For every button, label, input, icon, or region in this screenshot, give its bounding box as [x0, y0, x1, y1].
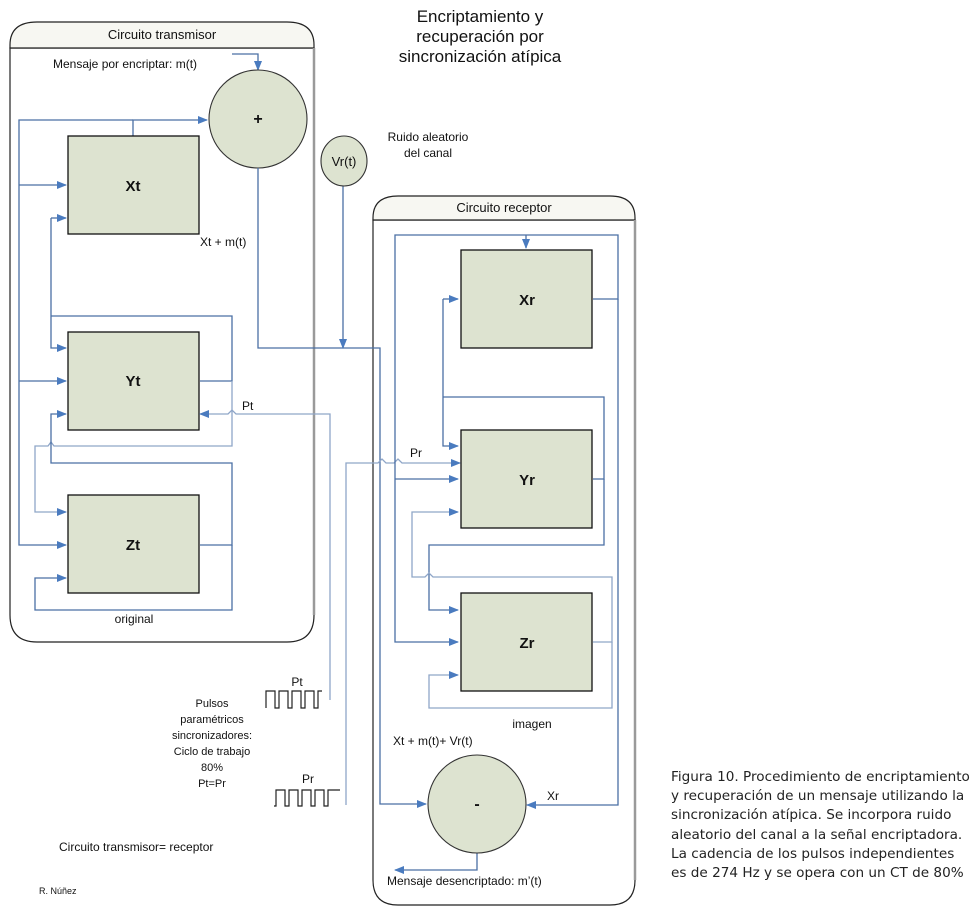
received-signal-label: Xt + m(t)+ Vr(t): [393, 734, 473, 748]
subtractor-symbol: -: [474, 796, 479, 813]
pr-pulse-label: Pr: [302, 772, 314, 786]
noise-node-label: Vr(t): [332, 154, 357, 169]
pulses-description-line-3: sincronizadores:: [172, 730, 252, 742]
pulses-description-line-2: paramétricos: [180, 714, 244, 726]
pulses-description-line-4: Ciclo de trabajo: [174, 746, 250, 758]
diagram-title-line-3: sincronización atípica: [399, 47, 562, 66]
decrypted-message-label: Mensaje desencriptado: m’(t): [387, 874, 542, 888]
pulses-description-line-6: Pt=Pr: [198, 778, 226, 790]
block-zt: Zt: [67, 494, 200, 594]
pt-input-label: Pt: [242, 399, 254, 413]
block-yt-label: Yt: [126, 373, 141, 390]
adder-symbol: +: [253, 111, 262, 128]
pt-pulse-label: Pt: [291, 675, 303, 689]
receiver-panel-title: Circuito receptor: [456, 200, 552, 215]
block-zr-label: Zr: [520, 635, 535, 652]
block-xr: Xr: [460, 249, 593, 349]
diagram-title-line-2: recuperación por: [416, 27, 544, 46]
xr-input-label: Xr: [547, 789, 559, 803]
author-credit: R. Núñez: [39, 886, 77, 896]
receiver-wiring: [394, 234, 619, 874]
pr-input-label: Pr: [410, 446, 422, 460]
channel-wiring: [199, 168, 461, 808]
pt-pulse-train: Pt: [265, 675, 322, 709]
adder-node: +: [208, 69, 308, 169]
message-input-label: Mensaje por encriptar: m(t): [53, 57, 197, 71]
pulses-description-line-1: Pulsos: [195, 698, 229, 710]
pr-pulse-train: Pr: [274, 772, 340, 807]
subtractor-node: -: [427, 754, 527, 854]
transmitter-output-label: original: [115, 612, 154, 626]
transmitter-wiring: [18, 53, 262, 611]
block-zr: Zr: [460, 592, 593, 692]
encrypted-sum-label: Xt + m(t): [200, 235, 246, 249]
diagram-title-line-1: Encriptamiento y: [417, 7, 544, 26]
receiver-panel: Circuito receptor: [372, 195, 637, 906]
pulses-description: Pulsos paramétricos sincronizadores: Cic…: [172, 698, 252, 790]
block-yt: Yt: [67, 331, 200, 431]
receiver-output-label: imagen: [512, 717, 551, 731]
block-xt-label: Xt: [126, 178, 141, 195]
noise-description-line-2: del canal: [404, 146, 452, 160]
pulses-description-line-5: 80%: [201, 762, 223, 774]
figure-caption: Figura 10. Procedimiento de encriptamien…: [671, 769, 970, 882]
block-yr-label: Yr: [519, 472, 535, 489]
equivalence-note: Circuito transmisor= receptor: [59, 840, 213, 854]
noise-description-line-1: Ruido aleatorio: [388, 130, 469, 144]
block-xr-label: Xr: [519, 292, 535, 309]
block-xt: Xt: [67, 135, 200, 235]
block-yr: Yr: [460, 429, 593, 529]
noise-node: Vr(t): [320, 135, 368, 187]
block-zt-label: Zt: [126, 537, 140, 554]
transmitter-panel-title: Circuito transmisor: [108, 27, 217, 42]
